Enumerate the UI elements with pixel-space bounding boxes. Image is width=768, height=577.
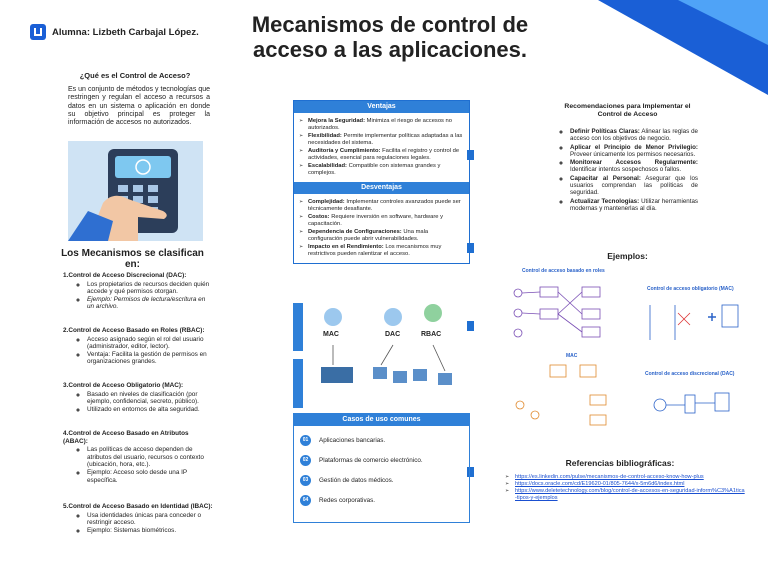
- recommendations-heading: Recomendaciones para Implementar el Cont…: [564, 103, 691, 118]
- home-icon: [30, 24, 46, 40]
- number-badge: 04: [300, 494, 311, 506]
- list-item: Ventaja: Facilita la gestión de permisos…: [87, 351, 213, 366]
- mechanism-section: 3.Control de Acceso Obligatorio (MAC): B…: [63, 382, 213, 413]
- keypad-hand-icon: [68, 141, 203, 241]
- list-item: Ejemplo: Sistemas biométricos.: [87, 527, 213, 535]
- ventajas-list: Mejora la Seguridad: Minimiza el riesgo …: [294, 113, 469, 182]
- list-item: Actualizar Tecnologías: Utilizar herrami…: [570, 198, 698, 213]
- number-badge: 03: [300, 474, 311, 486]
- mechanism-section: 1.Control de Acceso Discrecional (DAC): …: [63, 272, 213, 311]
- number-badge: 02: [300, 454, 311, 466]
- mechanism-section: 5.Control de Acceso Basado en Identidad …: [63, 503, 213, 534]
- reference-item: https://docs.oracle.com/cd/E19620-01/805…: [505, 481, 745, 488]
- list-item: Definir Políticas Claras: Alinear las re…: [570, 128, 698, 143]
- reference-item: https://es.linkedin.com/pulse/mecanismos…: [505, 474, 745, 481]
- list-item: Capacitar al Personal: Asegurar que los …: [570, 175, 698, 197]
- list-item: Impacto en el Rendimiento: Los mecanismo…: [299, 244, 463, 258]
- diagram-label: MAC: [323, 331, 339, 338]
- models-diagram-icon: [293, 303, 452, 408]
- desventajas-list: Complejidad: Implementar controles avanz…: [294, 194, 469, 263]
- list-item: Ejemplo: Permisos de lectura/escritura e…: [87, 296, 213, 311]
- casos-heading: Casos de uso comunes: [294, 414, 469, 426]
- examples-heading: Ejemplos:: [607, 251, 648, 261]
- diagram-label: DAC: [385, 331, 401, 338]
- references-heading: Referencias bibliográficas:: [565, 458, 675, 468]
- list-item: Mejora la Seguridad: Minimiza el riesgo …: [299, 118, 463, 132]
- intro-text: Es un conjunto de métodos y tecnologías …: [68, 86, 210, 127]
- list-item: Utilizado en entornos de alta seguridad.: [87, 406, 213, 414]
- diagram-label: RBAC: [421, 331, 442, 338]
- access-control-illustration: [68, 141, 203, 241]
- diagram-title: Control de acceso discrecional (DAC): [645, 371, 735, 377]
- examples-diagrams: Control de acceso basado en roles Contro…: [500, 265, 750, 455]
- decor-square: [467, 243, 474, 253]
- decor-square: [467, 467, 474, 477]
- mechanism-section: 4.Control de Acceso Basado en Atributos …: [63, 430, 213, 484]
- list-item: Auditoría y Cumplimiento: Facilita el re…: [299, 148, 463, 162]
- list-item: Escalabilidad: Compatible con sistemas g…: [299, 163, 463, 177]
- mechanism-section: 2.Control de Acceso Basado en Roles (RBA…: [63, 327, 213, 366]
- reference-link[interactable]: https://docs.oracle.com/cd/E19620-01/805…: [515, 481, 685, 487]
- list-item: Aplicar el Principio de Menor Privilegio…: [570, 144, 698, 159]
- list-item: Usa identidades únicas para conceder o r…: [87, 512, 213, 527]
- ventajas-heading: Ventajas: [294, 101, 469, 113]
- list-item: Costos: Requiere inversión en software, …: [299, 214, 463, 228]
- page-title: Mecanismos de control de acceso a las ap…: [251, 12, 529, 62]
- list-item: Los propietarios de recursos deciden qui…: [87, 281, 213, 296]
- number-badge: 01: [300, 434, 311, 446]
- diagram-title: MAC: [566, 353, 578, 359]
- mechanisms-heading: Los Mecanismos se clasifican en:: [61, 248, 204, 270]
- examples-diagram-icon: [513, 286, 739, 426]
- list-item: Complejidad: Implementar controles avanz…: [299, 199, 463, 213]
- recommendations-list: Definir Políticas Claras: Alinear las re…: [560, 128, 698, 213]
- intro-heading: ¿Qué es el Control de Acceso?: [79, 71, 191, 80]
- list-item: Las políticas de acceso dependen de atri…: [87, 446, 213, 469]
- diagram-title: Control de acceso obligatorio (MAC): [647, 286, 734, 292]
- desventajas-heading: Desventajas: [294, 182, 469, 194]
- author-label: Alumna: Lizbeth Carbajal López.: [52, 26, 199, 38]
- reference-item: https://www.deletetechnology.com/blog/co…: [505, 488, 745, 502]
- list-item: Monitorear Accesos Regularmente: Identif…: [570, 159, 698, 174]
- decor-square: [467, 150, 474, 160]
- list-item: Ejemplo: Acceso solo desde una IP especí…: [87, 469, 213, 484]
- pros-cons-panel: Ventajas Mejora la Seguridad: Minimiza e…: [293, 100, 470, 264]
- reference-link[interactable]: https://es.linkedin.com/pulse/mecanismos…: [515, 474, 704, 480]
- list-item: Dependencia de Configuraciones: Una mala…: [299, 229, 463, 243]
- list-item: Acceso asignado según el rol del usuario…: [87, 336, 213, 351]
- references-list: https://es.linkedin.com/pulse/mecanismos…: [505, 474, 745, 502]
- list-item: Flexibilidad: Permite implementar políti…: [299, 133, 463, 147]
- list-item: Basado en niveles de clasificación (por …: [87, 391, 213, 406]
- access-models-diagram: MAC DAC RBAC: [293, 303, 470, 408]
- diagram-title: Control de acceso basado en roles: [522, 268, 605, 274]
- decor-square: [467, 321, 474, 331]
- header-decoration-light: [678, 0, 768, 45]
- author: Alumna: Lizbeth Carbajal López.: [30, 24, 199, 40]
- reference-link[interactable]: https://www.deletetechnology.com/blog/co…: [515, 488, 745, 501]
